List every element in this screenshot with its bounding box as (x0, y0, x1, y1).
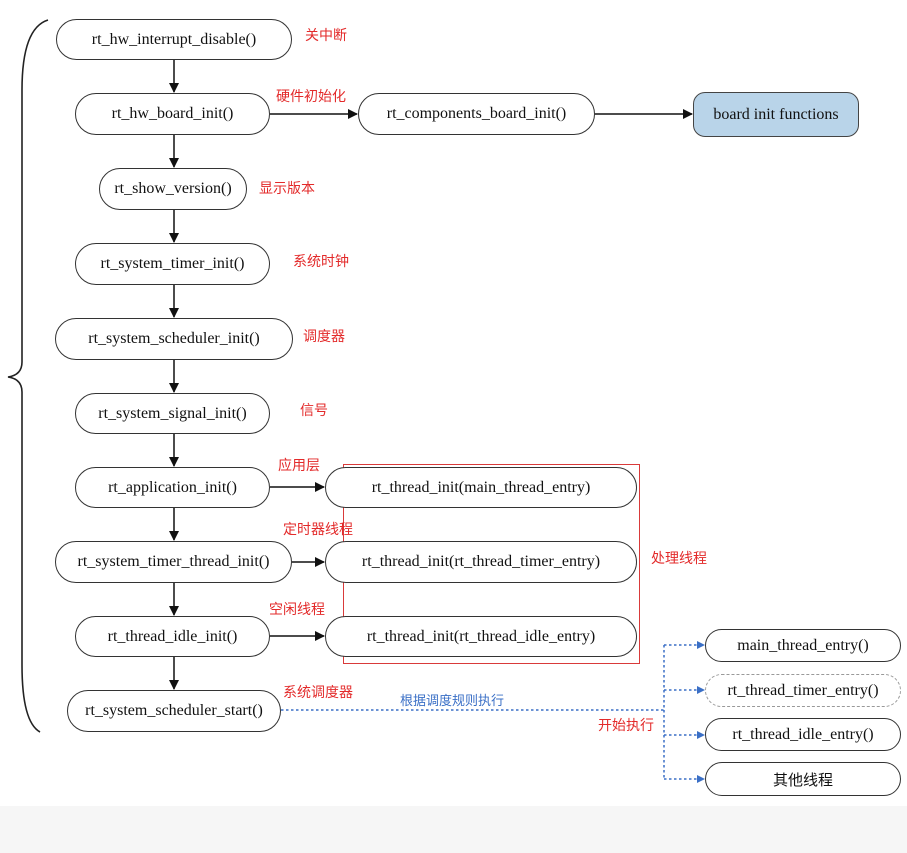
node-components-board-init[interactable]: rt_components_board_init() (358, 93, 595, 135)
node-thread-init-main[interactable]: rt_thread_init(main_thread_entry) (325, 467, 637, 508)
node-interrupt-disable[interactable]: rt_hw_interrupt_disable() (56, 19, 292, 60)
note-signal: 信号 (300, 403, 328, 419)
note-start-execution: 开始执行 (598, 718, 654, 734)
note-idle-thread: 空闲线程 (269, 602, 325, 618)
node-scheduler-init[interactable]: rt_system_scheduler_init() (55, 318, 293, 360)
note-show-version: 显示版本 (259, 181, 315, 197)
node-thread-idle-init[interactable]: rt_thread_idle_init() (75, 616, 270, 657)
dispatch-arrows (281, 641, 705, 783)
note-scheduler: 调度器 (303, 329, 345, 345)
note-system-clock: 系统时钟 (293, 254, 349, 270)
node-idle-entry[interactable]: rt_thread_idle_entry() (705, 718, 901, 751)
node-thread-init-idle[interactable]: rt_thread_init(rt_thread_idle_entry) (325, 616, 637, 657)
node-main-thread-entry[interactable]: main_thread_entry() (705, 629, 901, 662)
main-flow-arrows (169, 60, 693, 690)
note-execute-by-rule: 根据调度规则执行 (400, 694, 505, 709)
node-system-timer-init[interactable]: rt_system_timer_init() (75, 243, 270, 285)
note-system-scheduler: 系统调度器 (283, 685, 353, 701)
node-board-init-functions[interactable]: board init functions (693, 92, 859, 137)
node-show-version[interactable]: rt_show_version() (99, 168, 247, 210)
note-app-layer: 应用层 (278, 458, 320, 474)
node-other-threads[interactable]: 其他线程 (705, 762, 901, 796)
node-signal-init[interactable]: rt_system_signal_init() (75, 393, 270, 434)
note-hardware-init: 硬件初始化 (276, 89, 346, 105)
node-timer-thread-init[interactable]: rt_system_timer_thread_init() (55, 541, 292, 583)
left-brace (7, 19, 49, 733)
bottom-strip (0, 806, 907, 853)
node-scheduler-start[interactable]: rt_system_scheduler_start() (67, 690, 281, 732)
node-application-init[interactable]: rt_application_init() (75, 467, 270, 508)
node-board-init[interactable]: rt_hw_board_init() (75, 93, 270, 135)
node-thread-init-timer[interactable]: rt_thread_init(rt_thread_timer_entry) (325, 541, 637, 583)
note-timer-thread: 定时器线程 (283, 522, 353, 538)
note-interrupt-off: 关中断 (305, 28, 347, 44)
node-timer-entry[interactable]: rt_thread_timer_entry() (705, 674, 901, 707)
note-handle-threads: 处理线程 (651, 551, 707, 567)
